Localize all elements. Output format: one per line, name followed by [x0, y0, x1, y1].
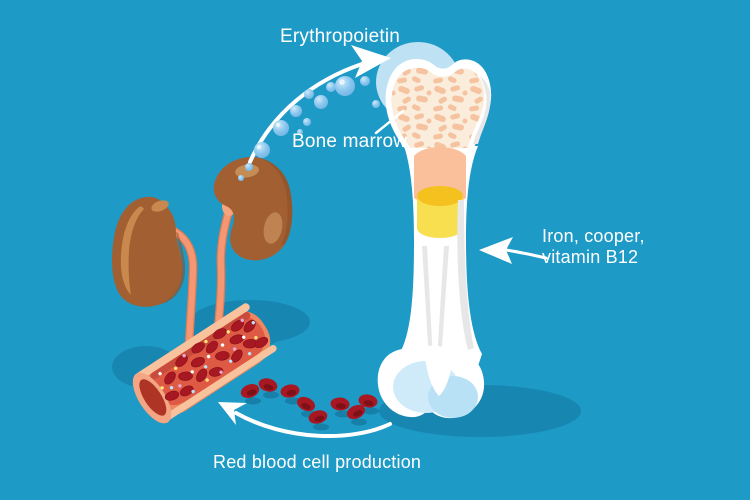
rbc-production-arrow — [218, 402, 392, 438]
kidney-left — [112, 196, 186, 307]
spongy-bone — [391, 67, 485, 148]
kidney-right — [213, 156, 293, 261]
bone-shading — [422, 76, 491, 361]
nutrients-arrowhead-icon — [479, 237, 513, 264]
bone-marrow-pointer-line — [374, 109, 405, 135]
label-rbc-production: Red blood cell production — [213, 452, 422, 472]
label-nutrients-line2: vitamin B12 — [542, 247, 639, 267]
label-erythropoietin: Erythropoietin — [279, 26, 401, 47]
blood-vessel — [132, 303, 277, 424]
red-blood-cells-scattered — [240, 378, 379, 431]
ureters — [167, 205, 234, 351]
label-nutrients-line1: Iron, cooper, — [542, 226, 645, 246]
rbc-arrowhead-icon — [218, 402, 247, 425]
label-nutrients: Iron, cooper, vitamin B12 — [542, 226, 645, 268]
label-bone-marrow: Bone marrow — [292, 131, 408, 152]
plasma-particles — [158, 318, 258, 394]
rbc-cells — [240, 378, 378, 424]
epo-bubbles — [238, 76, 380, 181]
epo-arrowhead-icon — [351, 45, 391, 78]
red-blood-cells-in-vessel — [164, 319, 269, 401]
nutrients-arrow — [479, 237, 548, 264]
bone-shaft-tip — [424, 350, 454, 396]
yellow-marrow — [417, 186, 463, 238]
bone — [376, 42, 492, 419]
